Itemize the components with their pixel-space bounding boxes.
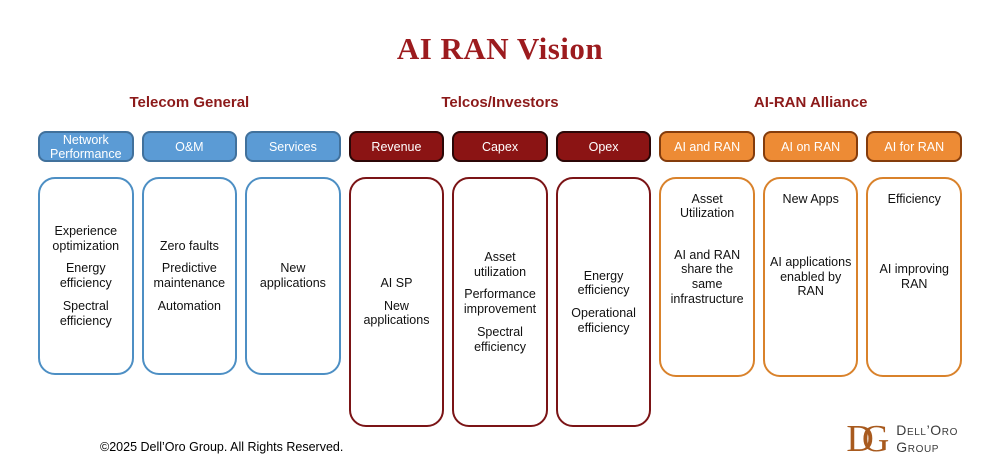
dg-monogram-icon: DG	[846, 420, 889, 458]
content-box: Asset utilization Performance improvemen…	[452, 177, 548, 427]
list-item: Operational efficiency	[571, 306, 636, 335]
content-box: Efficiency AI improving RAN	[866, 177, 963, 377]
tab-om: O&M	[141, 131, 238, 162]
box-items: Asset utilization Performance improvemen…	[458, 242, 542, 363]
column-ai-for-ran: AI for RAN Efficiency AI improving RAN	[866, 131, 963, 377]
box-items: AI SP New applications	[355, 268, 439, 336]
box-items: Energy efficiency Operational efficiency	[562, 261, 646, 344]
tab-capex: Capex	[452, 131, 548, 162]
list-item: Energy efficiency	[577, 268, 630, 298]
content-box: Asset Utilization AI and RAN share the s…	[659, 177, 755, 377]
list-item: Spectral efficiency	[474, 324, 526, 354]
tab-ai-on-ran: AI on RAN	[762, 131, 859, 162]
column-ai-and-ran: AI and RAN Asset Utilization AI and RAN …	[659, 131, 755, 377]
group-label: AI-RAN Alliance	[753, 94, 868, 111]
logo-name-line2: Group	[896, 439, 940, 455]
box-items: AI and RAN share the same infrastructure	[665, 240, 749, 315]
list-item: Experience optimization	[52, 223, 120, 253]
box-heading: Efficiency	[887, 192, 941, 206]
column-om: O&M Zero faults Predictive maintenance A…	[141, 131, 238, 375]
list-item: New applications	[259, 261, 326, 290]
content-box: Experience optimization Energy efficienc…	[38, 177, 134, 375]
group-telecom-general: Telecom General Network Performance Expe…	[38, 94, 341, 427]
group-label: Telecom General	[129, 94, 250, 111]
list-item: AI applications enabled by RAN	[770, 254, 852, 299]
column-ai-on-ran: AI on RAN New Apps AI applications enabl…	[762, 131, 859, 377]
list-item: Predictive maintenance	[153, 261, 226, 290]
content-box: Energy efficiency Operational efficiency	[555, 177, 652, 427]
box-items: Zero faults Predictive maintenance Autom…	[148, 231, 232, 322]
list-item: AI SP	[380, 275, 413, 290]
tab-network-performance: Network Performance	[38, 131, 134, 162]
column-network-performance: Network Performance Experience optimizat…	[38, 131, 134, 375]
group-columns: AI and RAN Asset Utilization AI and RAN …	[659, 131, 963, 377]
box-heading: Asset Utilization	[680, 192, 735, 220]
list-item: Zero faults	[159, 238, 219, 253]
group-ai-ran-alliance: AI-RAN Alliance AI and RAN Asset Utiliza…	[659, 94, 963, 427]
tab-ai-and-ran: AI and RAN	[659, 131, 755, 162]
list-item: New applications	[363, 298, 430, 328]
list-item: Automation	[157, 298, 221, 313]
monogram-letter-g: G	[861, 418, 890, 460]
content-box: New applications	[245, 177, 341, 375]
group-columns: Network Performance Experience optimizat…	[38, 131, 341, 375]
content-box: Zero faults Predictive maintenance Autom…	[141, 177, 238, 375]
list-item: Asset utilization	[473, 249, 527, 279]
list-item: AI improving RAN	[879, 262, 949, 291]
list-item: AI and RAN share the same infrastructure	[670, 247, 744, 306]
tab-opex: Opex	[555, 131, 652, 162]
list-item: Energy efficiency	[59, 261, 112, 290]
box-items: Experience optimization Energy efficienc…	[44, 216, 128, 337]
column-opex: Opex Energy efficiency Operational effic…	[555, 131, 652, 427]
logo-wordmark: Dell’Oro Group	[896, 422, 958, 456]
logo-name-line1: Dell’Oro	[896, 422, 958, 439]
list-item: Spectral efficiency	[59, 298, 112, 328]
box-heading: New Apps	[782, 192, 839, 206]
tab-ai-for-ran: AI for RAN	[866, 131, 963, 162]
list-item: Performance improvement	[463, 287, 537, 316]
box-items: AI improving RAN	[872, 254, 956, 300]
group-label: Telcos/Investors	[441, 94, 559, 111]
column-capex: Capex Asset utilization Performance impr…	[452, 131, 548, 427]
column-revenue: Revenue AI SP New applications	[348, 131, 445, 427]
tab-services: Services	[245, 131, 341, 162]
delloro-group-logo: DG Dell’Oro Group	[846, 420, 958, 458]
content-box: New Apps AI applications enabled by RAN	[762, 177, 859, 377]
group-telcos-investors: Telcos/Investors Revenue AI SP New appli…	[348, 94, 652, 427]
box-items: New applications	[251, 253, 335, 299]
groups-row: Telecom General Network Performance Expe…	[38, 94, 963, 427]
monogram-letter-d: D	[846, 418, 874, 460]
column-services: Services New applications	[245, 131, 341, 375]
box-items: AI applications enabled by RAN	[769, 247, 853, 307]
copyright-notice: ©2025 Dell’Oro Group. All Rights Reserve…	[100, 440, 344, 454]
tab-revenue: Revenue	[348, 131, 445, 162]
page-title: AI RAN Vision	[396, 30, 604, 66]
content-box: AI SP New applications	[348, 177, 445, 427]
group-columns: Revenue AI SP New applications Capex Ass…	[348, 131, 652, 427]
